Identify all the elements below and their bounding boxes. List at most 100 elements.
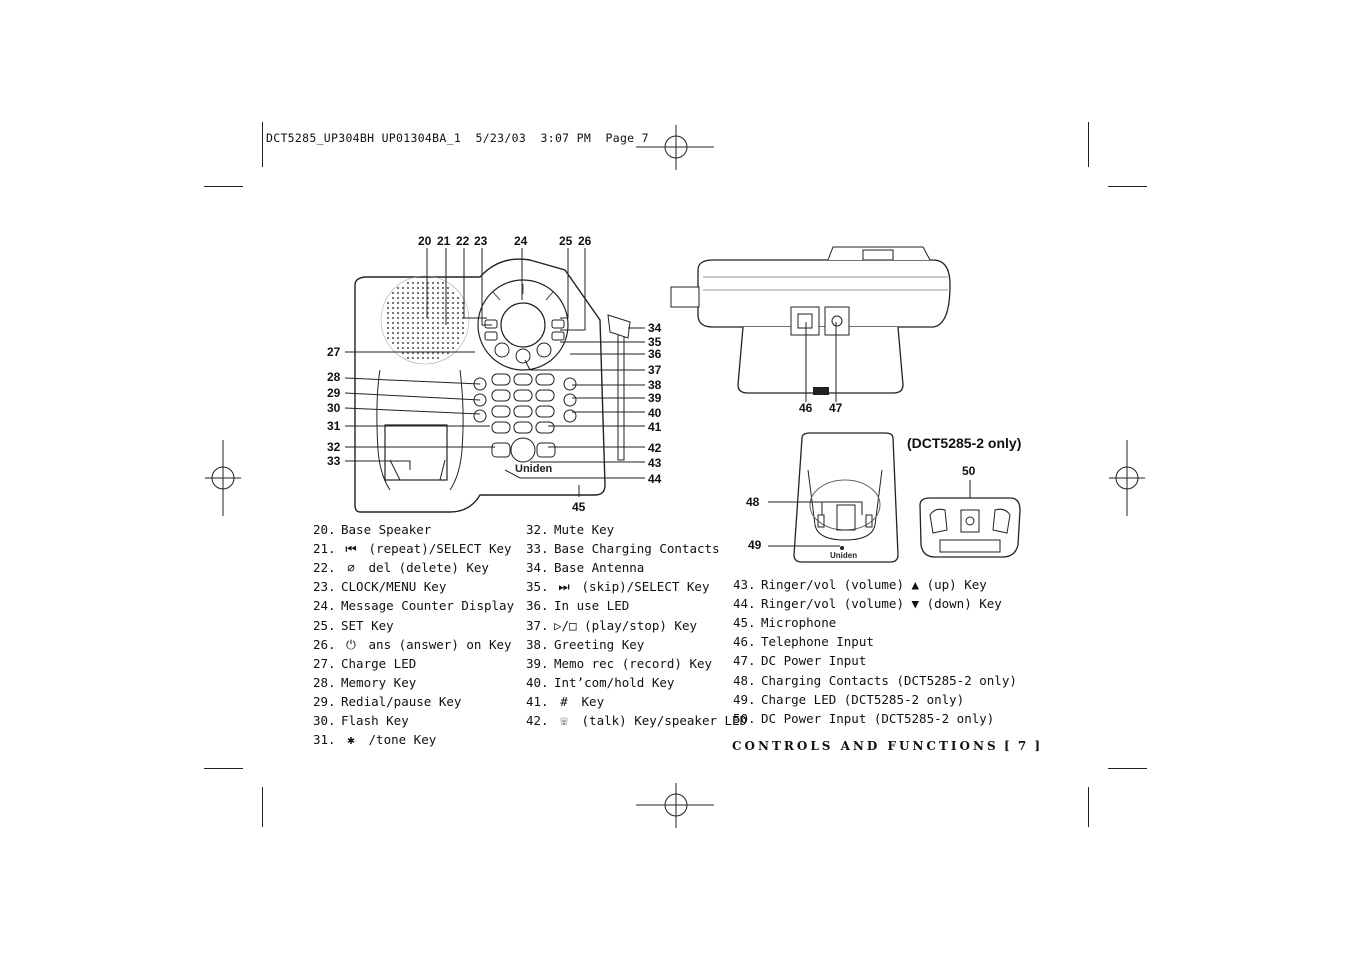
page-number: [ 7 ] (1004, 739, 1043, 753)
printer-slug: DCT5285_UP304BH UP01304BA_1 5/23/03 3:07… (266, 131, 649, 145)
item-label: CLOCK/MENU Key (341, 579, 447, 595)
crop-mark (204, 768, 243, 769)
item-number: 28. (313, 674, 336, 690)
item-label: Charge LED (DCT5285-2 only) (761, 691, 965, 707)
charger-brand-logo: Uniden (830, 551, 857, 560)
item-number: 21. (313, 541, 336, 557)
list-item: 23. CLOCK/MENU Key (313, 579, 446, 594)
item-number: 23. (313, 579, 336, 595)
item-label: ans (answer) on Key (368, 636, 512, 652)
callout-45: 45 (572, 500, 586, 514)
list-item: 37. ▷/□ (play/stop) Key (526, 618, 697, 633)
callout-47: 47 (829, 401, 843, 415)
list-item: 34. Base Antenna (526, 560, 644, 575)
section-footer: CONTROLS AND FUNCTIONS (732, 739, 999, 753)
list-item: 45.Microphone (733, 615, 836, 630)
list-item: 20. Base Speaker (313, 522, 431, 537)
callout-21: 21 (437, 234, 451, 248)
list-item: 50.DC Power Input (DCT5285-2 only) (733, 711, 994, 726)
callout-32: 32 (327, 440, 341, 454)
list-item: 49.Charge LED (DCT5285-2 only) (733, 692, 964, 707)
list-item: 48.Charging Contacts (DCT5285-2 only) (733, 673, 1017, 688)
list-item: 29.Redial/pause Key (313, 694, 461, 709)
item-number: 25. (313, 617, 336, 633)
callout-20: 20 (418, 234, 432, 248)
list-item: 46. Telephone Input (733, 634, 874, 649)
crop-mark (262, 122, 263, 167)
crop-mark (1108, 768, 1147, 769)
registration-mark (1109, 440, 1145, 516)
list-item: 41.# Key (526, 694, 604, 709)
item-number: 44. (733, 596, 756, 612)
list-item: 42.☏ (talk) Key/speaker LED (526, 713, 747, 728)
callout-46: 46 (799, 401, 813, 415)
list-item: 30.Flash Key (313, 713, 409, 728)
callout-24: 24 (514, 234, 528, 248)
power-icon: ⏻ (346, 636, 356, 652)
item-number: 46. (733, 634, 756, 650)
callout-36: 36 (648, 347, 662, 361)
item-label: Ringer/vol (volume) ▲ (up) Key (761, 577, 987, 592)
crop-mark (1088, 122, 1089, 167)
item-number: 24. (313, 598, 336, 614)
item-label: Microphone (761, 615, 837, 631)
callout-26: 26 (578, 234, 592, 248)
callout-29: 29 (327, 386, 341, 400)
item-label: DC Power Input (DCT5285-2 only) (761, 710, 995, 726)
item-number: 36. (526, 598, 549, 614)
item-label: In use LED (554, 598, 630, 614)
item-label: SET Key (341, 617, 394, 633)
item-label: Flash Key (341, 713, 409, 728)
item-label: /tone Key (368, 732, 437, 748)
list-item: 24.Message Counter Display (313, 598, 514, 613)
item-label: DC Power Input (761, 653, 867, 669)
asterisk-icon: ✱ (347, 732, 355, 748)
item-label: Mute Key (554, 522, 615, 537)
play-stop-icon: ▷/□ (554, 617, 577, 633)
item-number: 27. (313, 655, 336, 671)
list-item: 43.Ringer/vol (volume) ▲ (up) Key (733, 577, 987, 592)
delete-icon: ⌀ (347, 560, 355, 576)
item-label: del (delete) Key (368, 560, 489, 576)
item-label: Charge LED (341, 655, 417, 671)
list-item: 28.Memory Key (313, 675, 416, 690)
item-number: 22. (313, 560, 336, 576)
item-number: 48. (733, 672, 756, 688)
item-label: (play/stop) Key (584, 617, 697, 633)
item-number: 40. (526, 674, 549, 690)
callout-50: 50 (962, 464, 976, 478)
crop-mark (262, 787, 263, 827)
list-item: 25. SET Key (313, 618, 394, 633)
repeat-icon: ⏮ (345, 541, 357, 557)
item-number: 37. (526, 617, 549, 633)
list-item: 33.Base Charging Contacts (526, 541, 720, 556)
callout-30: 30 (327, 401, 341, 415)
item-number: 20. (313, 522, 336, 537)
item-number: 31. (313, 732, 336, 748)
list-item: 35.⏭ (skip)/SELECT Key (526, 579, 709, 595)
list-item: 44.Ringer/vol (volume) ▼ (down) Key (733, 596, 1002, 611)
crop-mark (1088, 787, 1089, 827)
item-label: (skip)/SELECT Key (581, 579, 710, 595)
item-label: Redial/pause Key (341, 693, 462, 709)
talk-icon: ☏ (560, 713, 568, 728)
registration-mark (636, 125, 714, 170)
list-item: 36. In use LED (526, 598, 629, 613)
callout-27: 27 (327, 345, 341, 359)
item-label: Base Speaker (341, 522, 432, 537)
callout-31: 31 (327, 419, 341, 433)
callout-38: 38 (648, 378, 662, 392)
charger-rear-diagram (919, 497, 1021, 558)
item-number: 34. (526, 560, 549, 576)
item-label: Base Antenna (554, 560, 645, 576)
item-label: Int’com/hold Key (554, 674, 675, 690)
item-label: Telephone Input (761, 634, 874, 650)
item-number: 35. (526, 579, 549, 595)
charger-front-diagram: Uniden (793, 432, 899, 563)
callout-49: 49 (748, 538, 762, 552)
callout-33: 33 (327, 454, 341, 468)
crop-mark (204, 186, 243, 187)
